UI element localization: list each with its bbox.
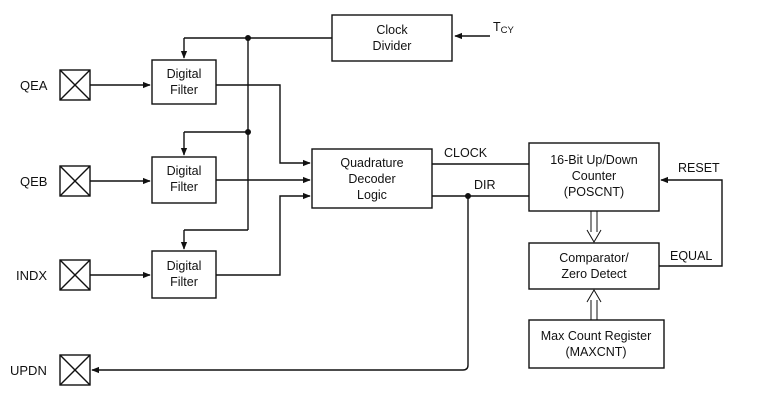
digital-filter-qeb-block: Digital Filter bbox=[151, 156, 217, 204]
max-count-line-1: Max Count Register bbox=[541, 329, 651, 343]
comparator-line-2: Zero Detect bbox=[561, 267, 627, 281]
comparator-line-1: Comparator/ bbox=[559, 251, 629, 265]
filter-indx-line-2: Filter bbox=[170, 275, 198, 289]
counter-to-comparator-bus bbox=[586, 211, 602, 243]
pin-indx-label: INDX bbox=[16, 268, 47, 283]
pin-qea-label: QEA bbox=[20, 78, 48, 93]
digital-filter-indx-block: Digital Filter bbox=[151, 250, 217, 299]
filter-qeb-line-1: Digital bbox=[167, 164, 202, 178]
counter-block: 16-Bit Up/Down Counter (POSCNT) bbox=[528, 142, 660, 212]
equal-reset-loop-wire bbox=[659, 176, 723, 267]
counter-line-3: (POSCNT) bbox=[564, 185, 624, 199]
dir-to-updn-wire bbox=[91, 196, 469, 374]
tcy-label: TCY bbox=[493, 20, 515, 36]
filter-qea-line-1: Digital bbox=[167, 67, 202, 81]
filter-indx-to-decoder-wire bbox=[216, 192, 311, 276]
digital-filter-qea-block: Digital Filter bbox=[151, 59, 217, 105]
max-count-register-block: Max Count Register (MAXCNT) bbox=[528, 319, 665, 369]
clock-divider-line-1: Clock bbox=[376, 23, 408, 37]
filter-qea-line-2: Filter bbox=[170, 83, 198, 97]
dir-signal-label: DIR bbox=[474, 178, 496, 192]
comparator-block: Comparator/ Zero Detect bbox=[528, 242, 660, 290]
counter-line-1: 16-Bit Up/Down bbox=[550, 153, 638, 167]
filter-qeb-line-2: Filter bbox=[170, 180, 198, 194]
pin-indx: INDX bbox=[16, 259, 91, 291]
reset-label: RESET bbox=[678, 161, 720, 175]
maxcnt-to-comparator-bus bbox=[586, 289, 602, 320]
clock-divider-block: Clock Divider bbox=[331, 14, 453, 62]
filter-indx-line-1: Digital bbox=[167, 259, 202, 273]
pin-updn: UPDN bbox=[10, 354, 91, 386]
pin-updn-label: UPDN bbox=[10, 363, 47, 378]
clock-divider-line-2: Divider bbox=[373, 39, 412, 53]
clock-signal-label: CLOCK bbox=[444, 146, 488, 160]
junction-dot-1 bbox=[245, 35, 251, 41]
decoder-line-3: Logic bbox=[357, 188, 387, 202]
pin-qeb: QEB bbox=[20, 165, 91, 197]
pin-qeb-label: QEB bbox=[20, 174, 47, 189]
junction-dot-2 bbox=[245, 129, 251, 135]
filter-qea-to-decoder-wire bbox=[216, 84, 311, 167]
max-count-line-2: (MAXCNT) bbox=[565, 345, 626, 359]
pin-qea: QEA bbox=[20, 69, 91, 101]
quadrature-decoder-block: Quadrature Decoder Logic bbox=[311, 148, 433, 209]
equal-label: EQUAL bbox=[670, 249, 712, 263]
decoder-line-1: Quadrature bbox=[340, 156, 403, 170]
counter-line-2: Counter bbox=[572, 169, 616, 183]
decoder-line-2: Decoder bbox=[348, 172, 395, 186]
